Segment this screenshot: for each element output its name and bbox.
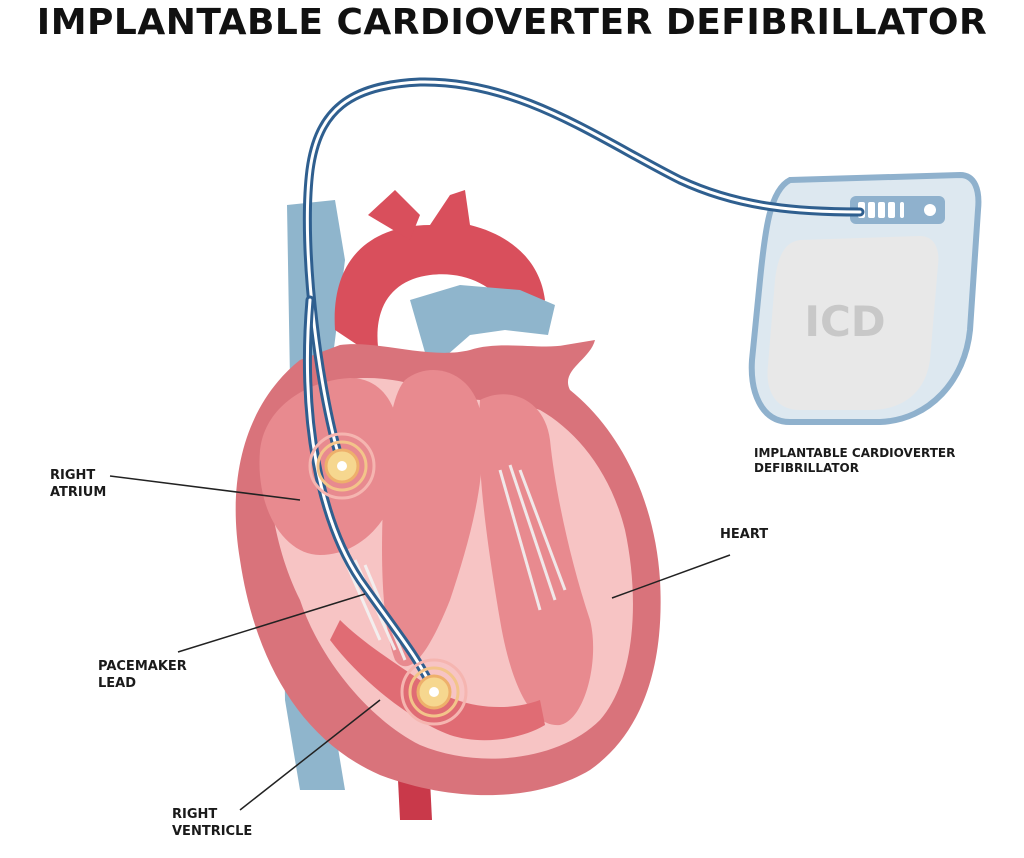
icd-device: ICD: [748, 171, 982, 425]
aortic-arch: [334, 190, 545, 360]
ventricle-floor: [330, 620, 545, 741]
label-heart: HEART: [720, 527, 769, 542]
icd-badge: ICD: [804, 297, 885, 346]
atrium-electrode-glow: [308, 432, 376, 500]
leader-lines: [109, 475, 731, 811]
leader-right-ventricle: [239, 699, 381, 811]
pulmonary-artery: [410, 285, 555, 370]
label-icd-device: IMPLANTABLE CARDIOVERTER DEFIBRILLATOR: [754, 446, 956, 475]
label-right-ventricle: RIGHT VENTRICLE: [172, 807, 253, 839]
label-right-atrium: RIGHT ATRIUM: [50, 468, 107, 500]
aortic-branch: [368, 190, 420, 240]
leader-right-atrium: [109, 475, 301, 501]
label-pacemaker-lead: PACEMAKER LEAD: [98, 659, 187, 691]
lower-aorta: [398, 780, 432, 820]
chamber-left: [382, 370, 483, 667]
pacemaker-lead-cable: [302, 77, 865, 697]
icd-body: [767, 236, 939, 410]
leader-pacemaker-lead: [177, 593, 366, 653]
diagram-title: IMPLANTABLE CARDIOVERTER DEFIBRILLATOR: [36, 2, 988, 43]
chamber-right: [479, 394, 594, 726]
leader-heart: [611, 554, 731, 599]
ventricle-electrode-glow: [400, 658, 468, 726]
